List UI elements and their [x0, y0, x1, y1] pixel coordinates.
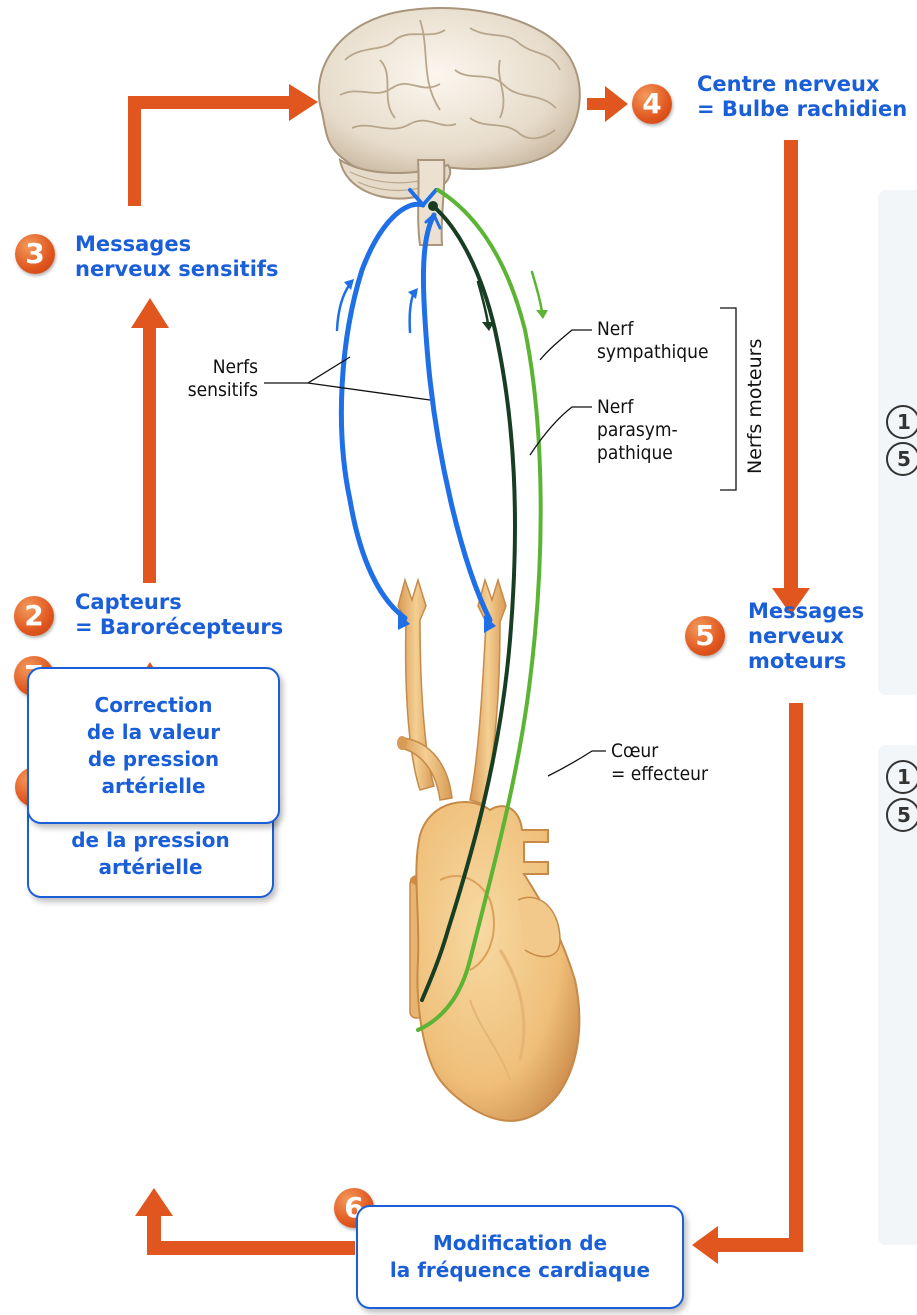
- step-4-title: Centre nerveux: [697, 72, 907, 97]
- step-badge-2: 2: [14, 596, 54, 636]
- nerf-parasympathique-label: Nerf parasym- pathique: [597, 396, 678, 465]
- nerfs-sensitifs-label: Nerfs sensitifs: [172, 356, 258, 402]
- arrow-3-to-brain-vertical: [128, 96, 141, 206]
- step-3-subtitle: nerveux sensitifs: [75, 257, 279, 282]
- arrow-5-to-6-horizontal: [715, 1238, 803, 1252]
- step-6-label: Modification de la fréquence cardiaque: [390, 1230, 650, 1284]
- step-3-label: Messages nerveux sensitifs: [75, 232, 279, 282]
- step-badge-4: 4: [632, 84, 672, 124]
- arrow-brain-to-4-head: [605, 86, 628, 122]
- step-4-subtitle: = Bulbe rachidien: [697, 97, 907, 122]
- arrow-5-to-6-vertical: [789, 703, 803, 1252]
- coeur-label: Cœur = effecteur: [611, 740, 708, 786]
- brain-illustration: [319, 8, 580, 245]
- step-5-line3: moteurs: [748, 649, 864, 674]
- arrow-6-to-7-head: [135, 1188, 173, 1216]
- step-2-label: Capteurs = Barorécepteurs: [75, 590, 283, 640]
- step-badge-5: 5: [685, 616, 725, 656]
- step-4-label: Centre nerveux = Bulbe rachidien: [697, 72, 907, 122]
- step-2-subtitle: = Barorécepteurs: [75, 615, 283, 640]
- arrow-6-to-7-horizontal: [147, 1241, 355, 1255]
- arrow-brain-to-4: [587, 98, 607, 110]
- step-badge-3: 3: [15, 234, 55, 274]
- callout-lines: [264, 308, 736, 776]
- step-box-7: Correction de la valeur de pression arté…: [27, 667, 280, 824]
- arrow-6-to-7-vertical: [147, 1213, 161, 1255]
- step-3-title: Messages: [75, 232, 279, 257]
- nerf-sympathique-label: Nerf sympathique: [597, 318, 709, 364]
- step-5-line2: nerveux: [748, 624, 864, 649]
- step-5-line1: Messages: [748, 599, 864, 624]
- step-2-title: Capteurs: [75, 590, 283, 615]
- arrow-4-to-5: [784, 140, 798, 592]
- step-7-label: Correction de la valeur de pression arté…: [87, 692, 220, 800]
- arrow-2-to-3-head: [131, 298, 169, 328]
- arrow-2-to-3: [143, 325, 156, 583]
- nerfs-moteurs-label: Nerfs moteurs: [744, 339, 766, 474]
- step-box-6: Modification de la fréquence cardiaque: [356, 1205, 684, 1309]
- heart-illustration: [410, 802, 579, 1121]
- arrow-3-to-brain-horizontal: [128, 96, 291, 109]
- arrow-3-to-brain-head: [289, 84, 318, 121]
- sensory-nerve-left: [341, 204, 423, 618]
- arrow-5-to-6-head: [692, 1226, 718, 1264]
- step-5-label: Messages nerveux moteurs: [748, 599, 864, 674]
